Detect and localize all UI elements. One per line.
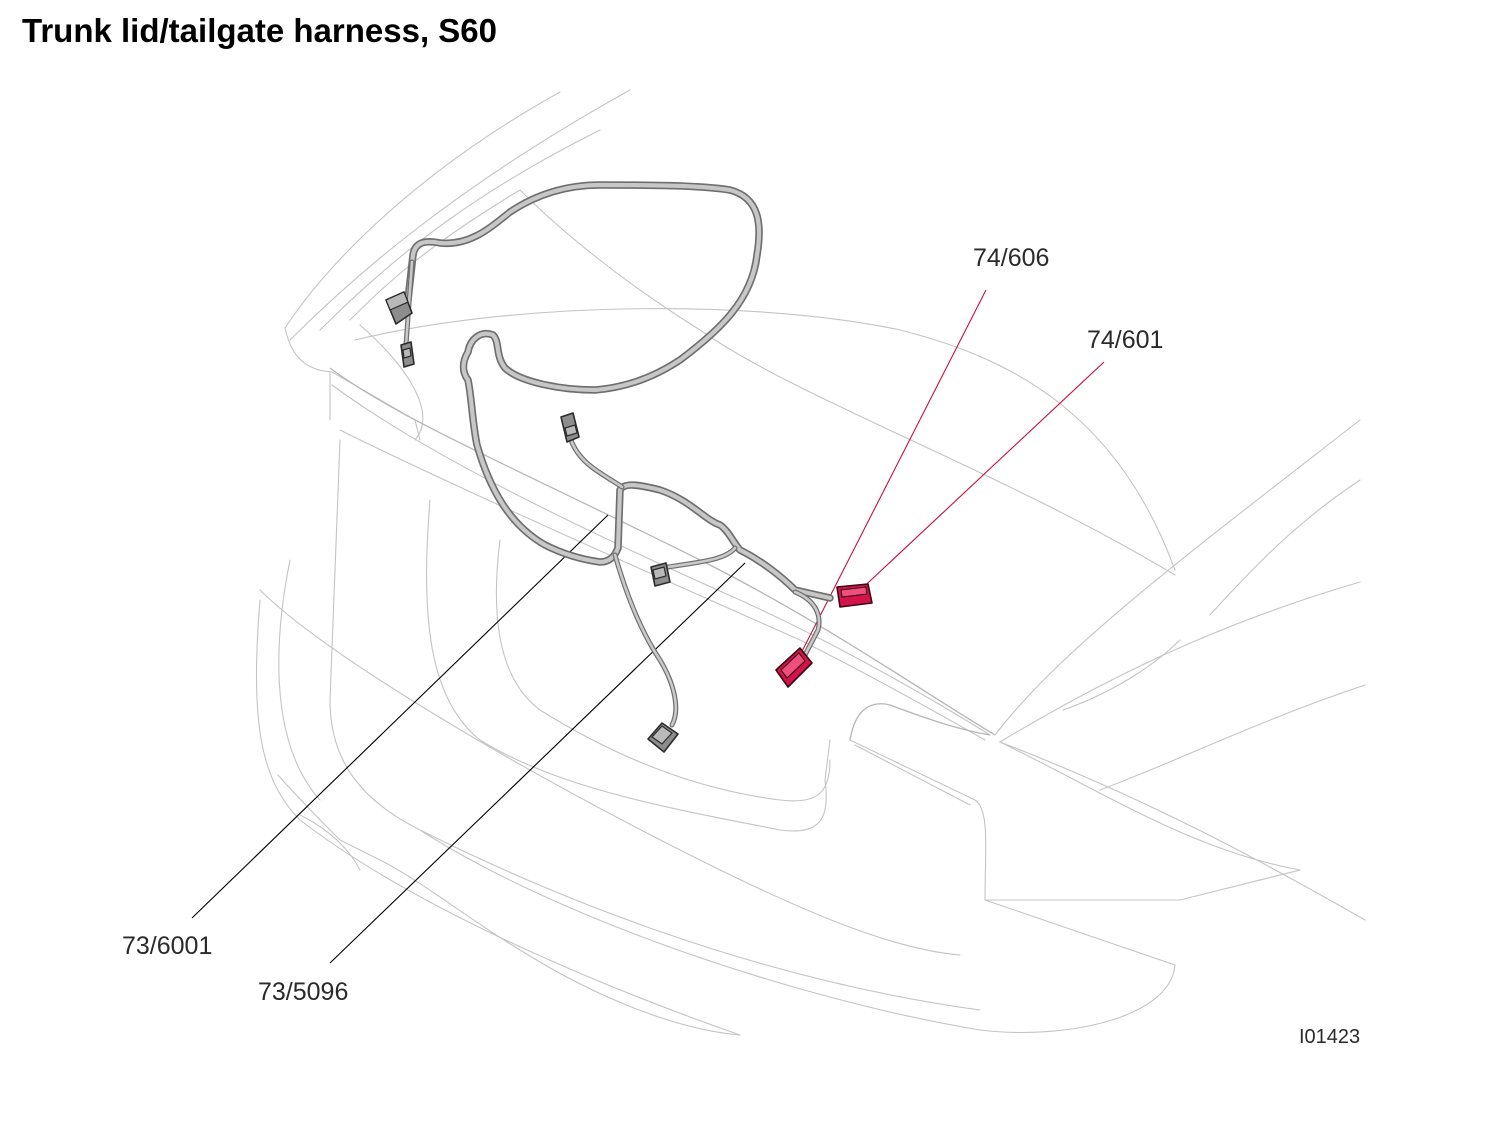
connector-73-5096-target <box>650 562 671 587</box>
callout-74-606: 74/606 <box>973 244 1049 272</box>
callout-73-6001: 73/6001 <box>122 932 212 960</box>
wiring-harness <box>403 181 834 728</box>
connector-lower <box>647 722 679 753</box>
callout-73-5096: 73/5096 <box>258 978 348 1006</box>
leader-73-6001 <box>191 514 609 919</box>
connector-mid-upper <box>560 412 580 443</box>
leader-74-606 <box>793 289 987 668</box>
car-body-outline <box>255 89 1366 1036</box>
connector-74-606 <box>775 647 813 688</box>
leader-lines <box>191 289 1105 964</box>
page-title: Trunk lid/tailgate harness, S60 <box>22 12 498 49</box>
connector-upper-left-small <box>400 341 415 368</box>
connector-upper-left <box>385 291 413 325</box>
callout-74-601: 74/601 <box>1087 326 1163 354</box>
connector-74-601 <box>836 583 873 608</box>
figure-id: I01423 <box>1299 1026 1360 1048</box>
leader-74-601 <box>854 361 1105 596</box>
leader-73-5096 <box>329 562 746 964</box>
